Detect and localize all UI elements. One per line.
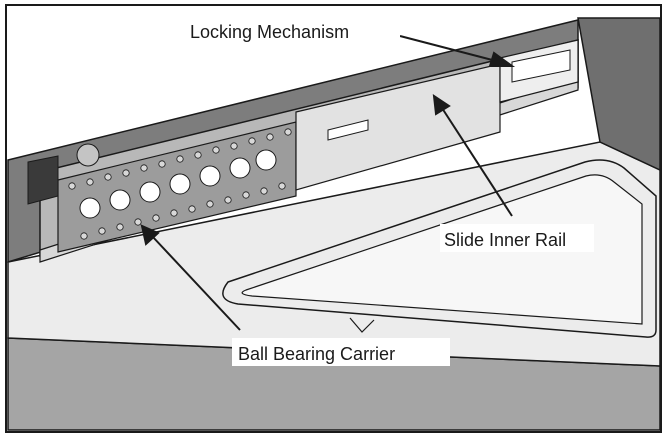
- bearing-hole: [109, 189, 131, 211]
- bearing-holes: [79, 149, 277, 219]
- ball-bearing: [80, 232, 88, 240]
- label-slide-inner-rail: Slide Inner Rail: [444, 230, 566, 250]
- label-locking-mechanism: Locking Mechanism: [190, 22, 349, 42]
- cabinet-side-panel: [577, 17, 661, 172]
- ball-bearing: [134, 218, 142, 226]
- arrowhead: [140, 224, 160, 246]
- ball-bearings-top-row: [68, 128, 292, 190]
- ball-bearing: [68, 182, 76, 190]
- label-bg: [440, 224, 594, 252]
- bearing-hole: [79, 197, 101, 219]
- mounting-screw: [76, 143, 100, 167]
- ball-bearing: [194, 151, 202, 159]
- ball-bearing: [116, 223, 124, 231]
- locking-mechanism-window: [511, 49, 571, 83]
- ball-bearing: [248, 137, 256, 145]
- ball-bearing: [158, 160, 166, 168]
- bearing-hole: [169, 173, 191, 195]
- slide-inner-rail-leader: [441, 107, 513, 217]
- ball-bearings-bottom-row: [80, 182, 286, 240]
- ball-bearing: [242, 191, 250, 199]
- ball-bearing: [212, 146, 220, 154]
- ball-bearing: [260, 187, 268, 195]
- bearing-hole: [139, 181, 161, 203]
- ball-bearing: [140, 164, 148, 172]
- label-bg: [232, 338, 450, 366]
- ball-bearing-carrier-leader: [151, 235, 241, 331]
- inner-rail-slot: [327, 119, 369, 141]
- ball-bearing: [152, 214, 160, 222]
- ball-bearing: [188, 205, 196, 213]
- label-ball-bearing-carrier: Ball Bearing Carrier: [238, 344, 395, 364]
- ball-bearing: [170, 209, 178, 217]
- ball-bearing: [86, 178, 94, 186]
- label-bg: [186, 16, 400, 44]
- ball-bearing: [230, 142, 238, 150]
- ball-bearing: [98, 227, 106, 235]
- slide-inner-rail: [295, 63, 501, 191]
- callout-arrows: [140, 35, 516, 331]
- divider-notch: [349, 317, 375, 333]
- arrowhead: [432, 93, 451, 116]
- ball-bearing: [224, 196, 232, 204]
- bearing-hole: [229, 157, 251, 179]
- ball-bearing: [266, 133, 274, 141]
- locking-mechanism-leader: [399, 35, 501, 63]
- divider-outline-outer: [222, 159, 657, 338]
- ball-bearing: [122, 169, 130, 177]
- ball-bearing: [104, 173, 112, 181]
- bearing-hole: [199, 165, 221, 187]
- rail-end-bracket: [27, 155, 59, 205]
- bearing-hole: [255, 149, 277, 171]
- arrowhead: [488, 51, 516, 67]
- ball-bearing: [176, 155, 184, 163]
- ball-bearing: [206, 200, 214, 208]
- ball-bearing: [284, 128, 292, 136]
- ball-bearing: [278, 182, 286, 190]
